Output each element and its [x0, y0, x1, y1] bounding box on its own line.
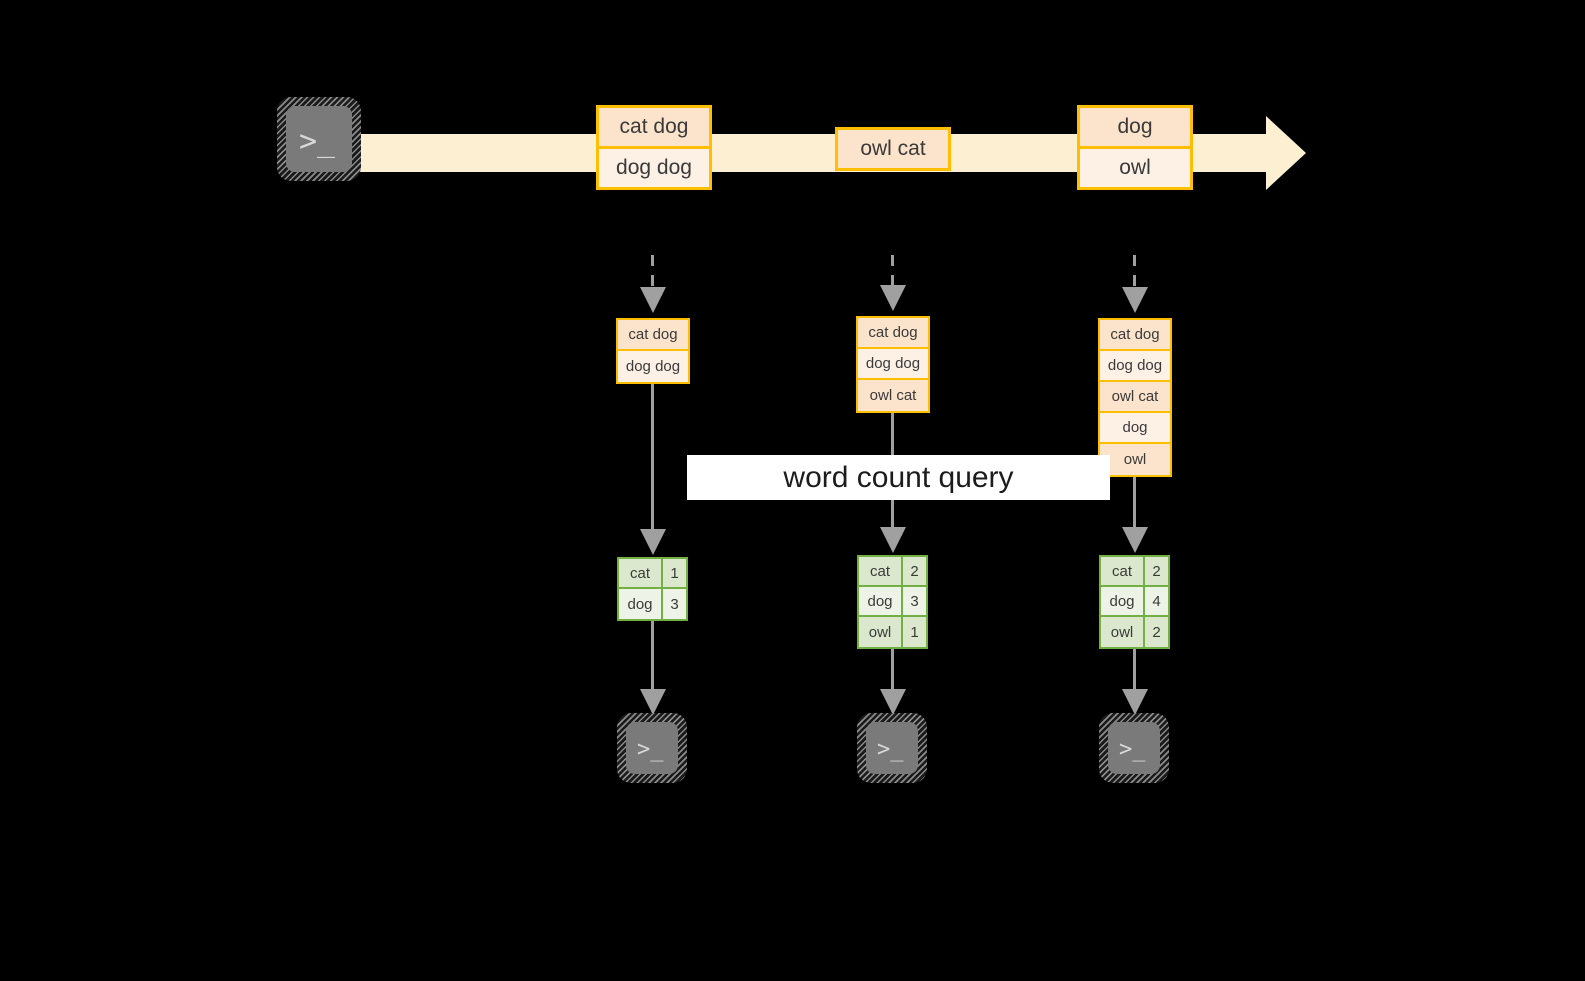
- snapshot-3-input-row: cat dog: [1100, 320, 1170, 351]
- snapshot-3-input-row: owl: [1100, 444, 1170, 475]
- snapshot-3-dashed-connector: [1133, 255, 1136, 290]
- result-1-to-sink-line: [651, 621, 654, 693]
- table-row: dog 3: [619, 589, 686, 619]
- stream-event-2-line-1: owl cat: [835, 127, 951, 171]
- snapshot-2-input-row: dog dog: [858, 349, 928, 380]
- table-row: cat 1: [619, 559, 686, 589]
- snapshot-3-input-row: dog: [1100, 413, 1170, 444]
- table-row: dog 4: [1101, 587, 1168, 617]
- table-row: dog 3: [859, 587, 926, 617]
- snapshot-3-input-row: owl cat: [1100, 382, 1170, 413]
- stream-event-1-line-1: cat dog: [596, 105, 712, 149]
- stream-event-3-line-2: owl: [1077, 146, 1193, 190]
- terminal-prompt-glyph: >_: [877, 737, 904, 762]
- snapshot-1-input-table[interactable]: cat dog dog dog: [616, 318, 690, 384]
- result-word-cell: dog: [859, 587, 903, 615]
- result-count-cell: 2: [1152, 562, 1161, 580]
- snapshot-3-input-row: dog dog: [1100, 351, 1170, 382]
- result-3-to-sink-line: [1133, 649, 1136, 693]
- terminal-prompt-glyph: >_: [1119, 737, 1146, 762]
- result-count-cell: 1: [910, 623, 919, 641]
- terminal-body: [286, 106, 352, 172]
- snapshot-1-input-row: dog dog: [618, 351, 688, 382]
- sink-terminal-icon-3[interactable]: >_: [1099, 713, 1169, 783]
- word-count-query-label: word count query: [687, 455, 1110, 500]
- stream-event-3-line-1: dog: [1077, 105, 1193, 149]
- snapshot-2-dashed-arrowhead: [880, 285, 906, 311]
- snapshot-2-input-row: owl cat: [858, 380, 928, 411]
- snapshot-1-dashed-arrowhead: [640, 287, 666, 313]
- snapshot-2-dashed-connector: [891, 255, 894, 288]
- table-row: owl 2: [1101, 617, 1168, 647]
- result-word-cell: cat: [619, 559, 663, 587]
- snapshot-3-dashed-arrowhead: [1122, 287, 1148, 313]
- stream-event-2[interactable]: owl cat: [835, 127, 951, 171]
- result-table-2[interactable]: cat 2 dog 3 owl 1: [857, 555, 928, 649]
- source-terminal-icon[interactable]: >_: [277, 97, 361, 181]
- result-1-to-sink-arrowhead: [640, 689, 666, 715]
- snapshot-1-input-row: cat dog: [618, 320, 688, 351]
- snapshot-2-input-table[interactable]: cat dog dog dog owl cat: [856, 316, 930, 413]
- snapshot-2-input-row: cat dog: [858, 318, 928, 349]
- snapshot-3-to-result-arrowhead: [1122, 527, 1148, 553]
- snapshot-1-dashed-connector: [651, 255, 654, 290]
- terminal-prompt-glyph: >_: [299, 124, 336, 159]
- snapshot-1-to-result-arrowhead: [640, 529, 666, 555]
- result-word-cell: owl: [1101, 617, 1145, 647]
- table-row: cat 2: [1101, 557, 1168, 587]
- result-count-cell: 4: [1152, 592, 1161, 610]
- result-3-to-sink-arrowhead: [1122, 689, 1148, 715]
- snapshot-3-to-result-line: [1133, 477, 1136, 530]
- table-row: owl 1: [859, 617, 926, 647]
- result-2-to-sink-arrowhead: [880, 689, 906, 715]
- stream-event-3[interactable]: dog owl: [1077, 105, 1193, 190]
- stream-event-1[interactable]: cat dog dog dog: [596, 105, 712, 190]
- terminal-prompt-glyph: >_: [637, 737, 664, 762]
- result-count-cell: 2: [910, 562, 919, 580]
- result-2-to-sink-line: [891, 649, 894, 693]
- result-count-cell: 3: [670, 595, 679, 613]
- snapshot-1-to-result-line: [651, 384, 654, 532]
- result-word-cell: dog: [619, 589, 663, 619]
- result-word-cell: owl: [859, 617, 903, 647]
- result-count-cell: 2: [1152, 623, 1161, 641]
- terminal-body: [626, 722, 678, 774]
- result-count-cell: 3: [910, 592, 919, 610]
- result-count-cell: 1: [670, 564, 679, 582]
- terminal-body: [1108, 722, 1160, 774]
- sink-terminal-icon-2[interactable]: >_: [857, 713, 927, 783]
- result-word-cell: dog: [1101, 587, 1145, 615]
- result-table-1[interactable]: cat 1 dog 3: [617, 557, 688, 621]
- stream-event-1-line-2: dog dog: [596, 146, 712, 190]
- result-word-cell: cat: [1101, 557, 1145, 585]
- snapshot-3-input-table[interactable]: cat dog dog dog owl cat dog owl: [1098, 318, 1172, 477]
- table-row: cat 2: [859, 557, 926, 587]
- sink-terminal-icon-1[interactable]: >_: [617, 713, 687, 783]
- terminal-body: [866, 722, 918, 774]
- result-word-cell: cat: [859, 557, 903, 585]
- snapshot-2-to-result-arrowhead: [880, 527, 906, 553]
- stream-arrowhead: [1266, 116, 1306, 190]
- result-table-3[interactable]: cat 2 dog 4 owl 2: [1099, 555, 1170, 649]
